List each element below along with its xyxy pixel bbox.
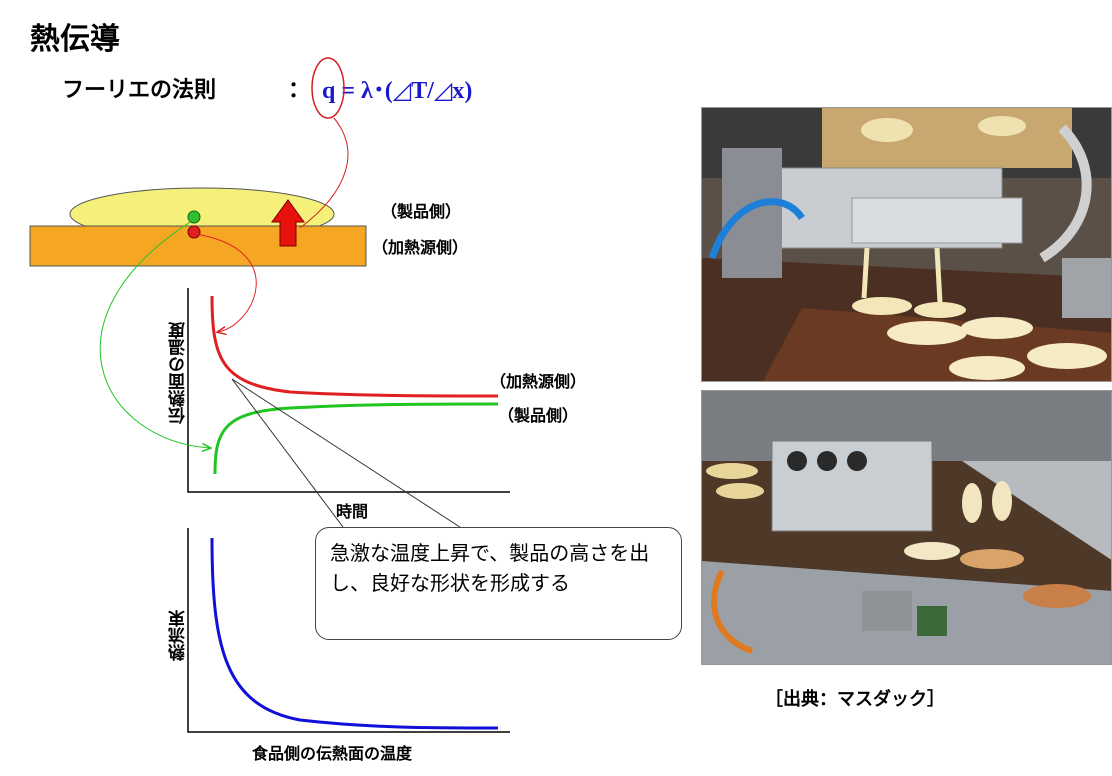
page-title: 熱伝導 (30, 22, 120, 57)
product-side-dot (187, 210, 201, 224)
photo-bottom-drawing (702, 391, 1111, 664)
product-side-label: （製品側） (381, 202, 462, 221)
q-highlight-circle (311, 57, 345, 119)
photo-top-drawing (702, 108, 1111, 381)
law-label: フーリエの法則 (62, 78, 217, 103)
heat-source-series-label: （加熱源側） (490, 372, 587, 391)
temp-chart-axes (187, 288, 510, 493)
heat-flow-arrow-icon (271, 199, 305, 247)
callout-box: 急激な温度上昇で、製品の高さを出し、良好な形状を形成する (315, 527, 682, 640)
flux-chart-axes (187, 528, 510, 733)
q-connector-line (299, 117, 349, 229)
photo-conveyor-line (701, 390, 1112, 665)
temp-chart-ylabel: 伝熱面の温度 (169, 322, 189, 424)
source-credit: ［出典：マスダック］ (765, 689, 945, 710)
product-series-label: （製品側） (498, 406, 579, 425)
heat-source-curve (210, 295, 499, 398)
temp-chart-xlabel: 時間 (336, 502, 369, 521)
flux-chart-xlabel: 食品側の伝熱面の温度 (252, 744, 413, 763)
green-dot-connector (99, 221, 210, 448)
red-dot-connector (195, 233, 257, 332)
heat-source-side-label: （加熱源側） (372, 238, 469, 257)
photo-batter-depositor (701, 107, 1112, 382)
heat-flux-curve (210, 537, 499, 730)
heat-source-side-dot (187, 225, 201, 239)
callout-pointer (231, 378, 467, 532)
product-curve (213, 402, 499, 475)
diagram-canvas (29, 57, 510, 733)
fourier-formula: q = λ･(◿T/◿x) (322, 78, 473, 104)
law-separator: ： (288, 78, 311, 103)
flux-chart-ylabel: 熱流束 (169, 610, 189, 661)
